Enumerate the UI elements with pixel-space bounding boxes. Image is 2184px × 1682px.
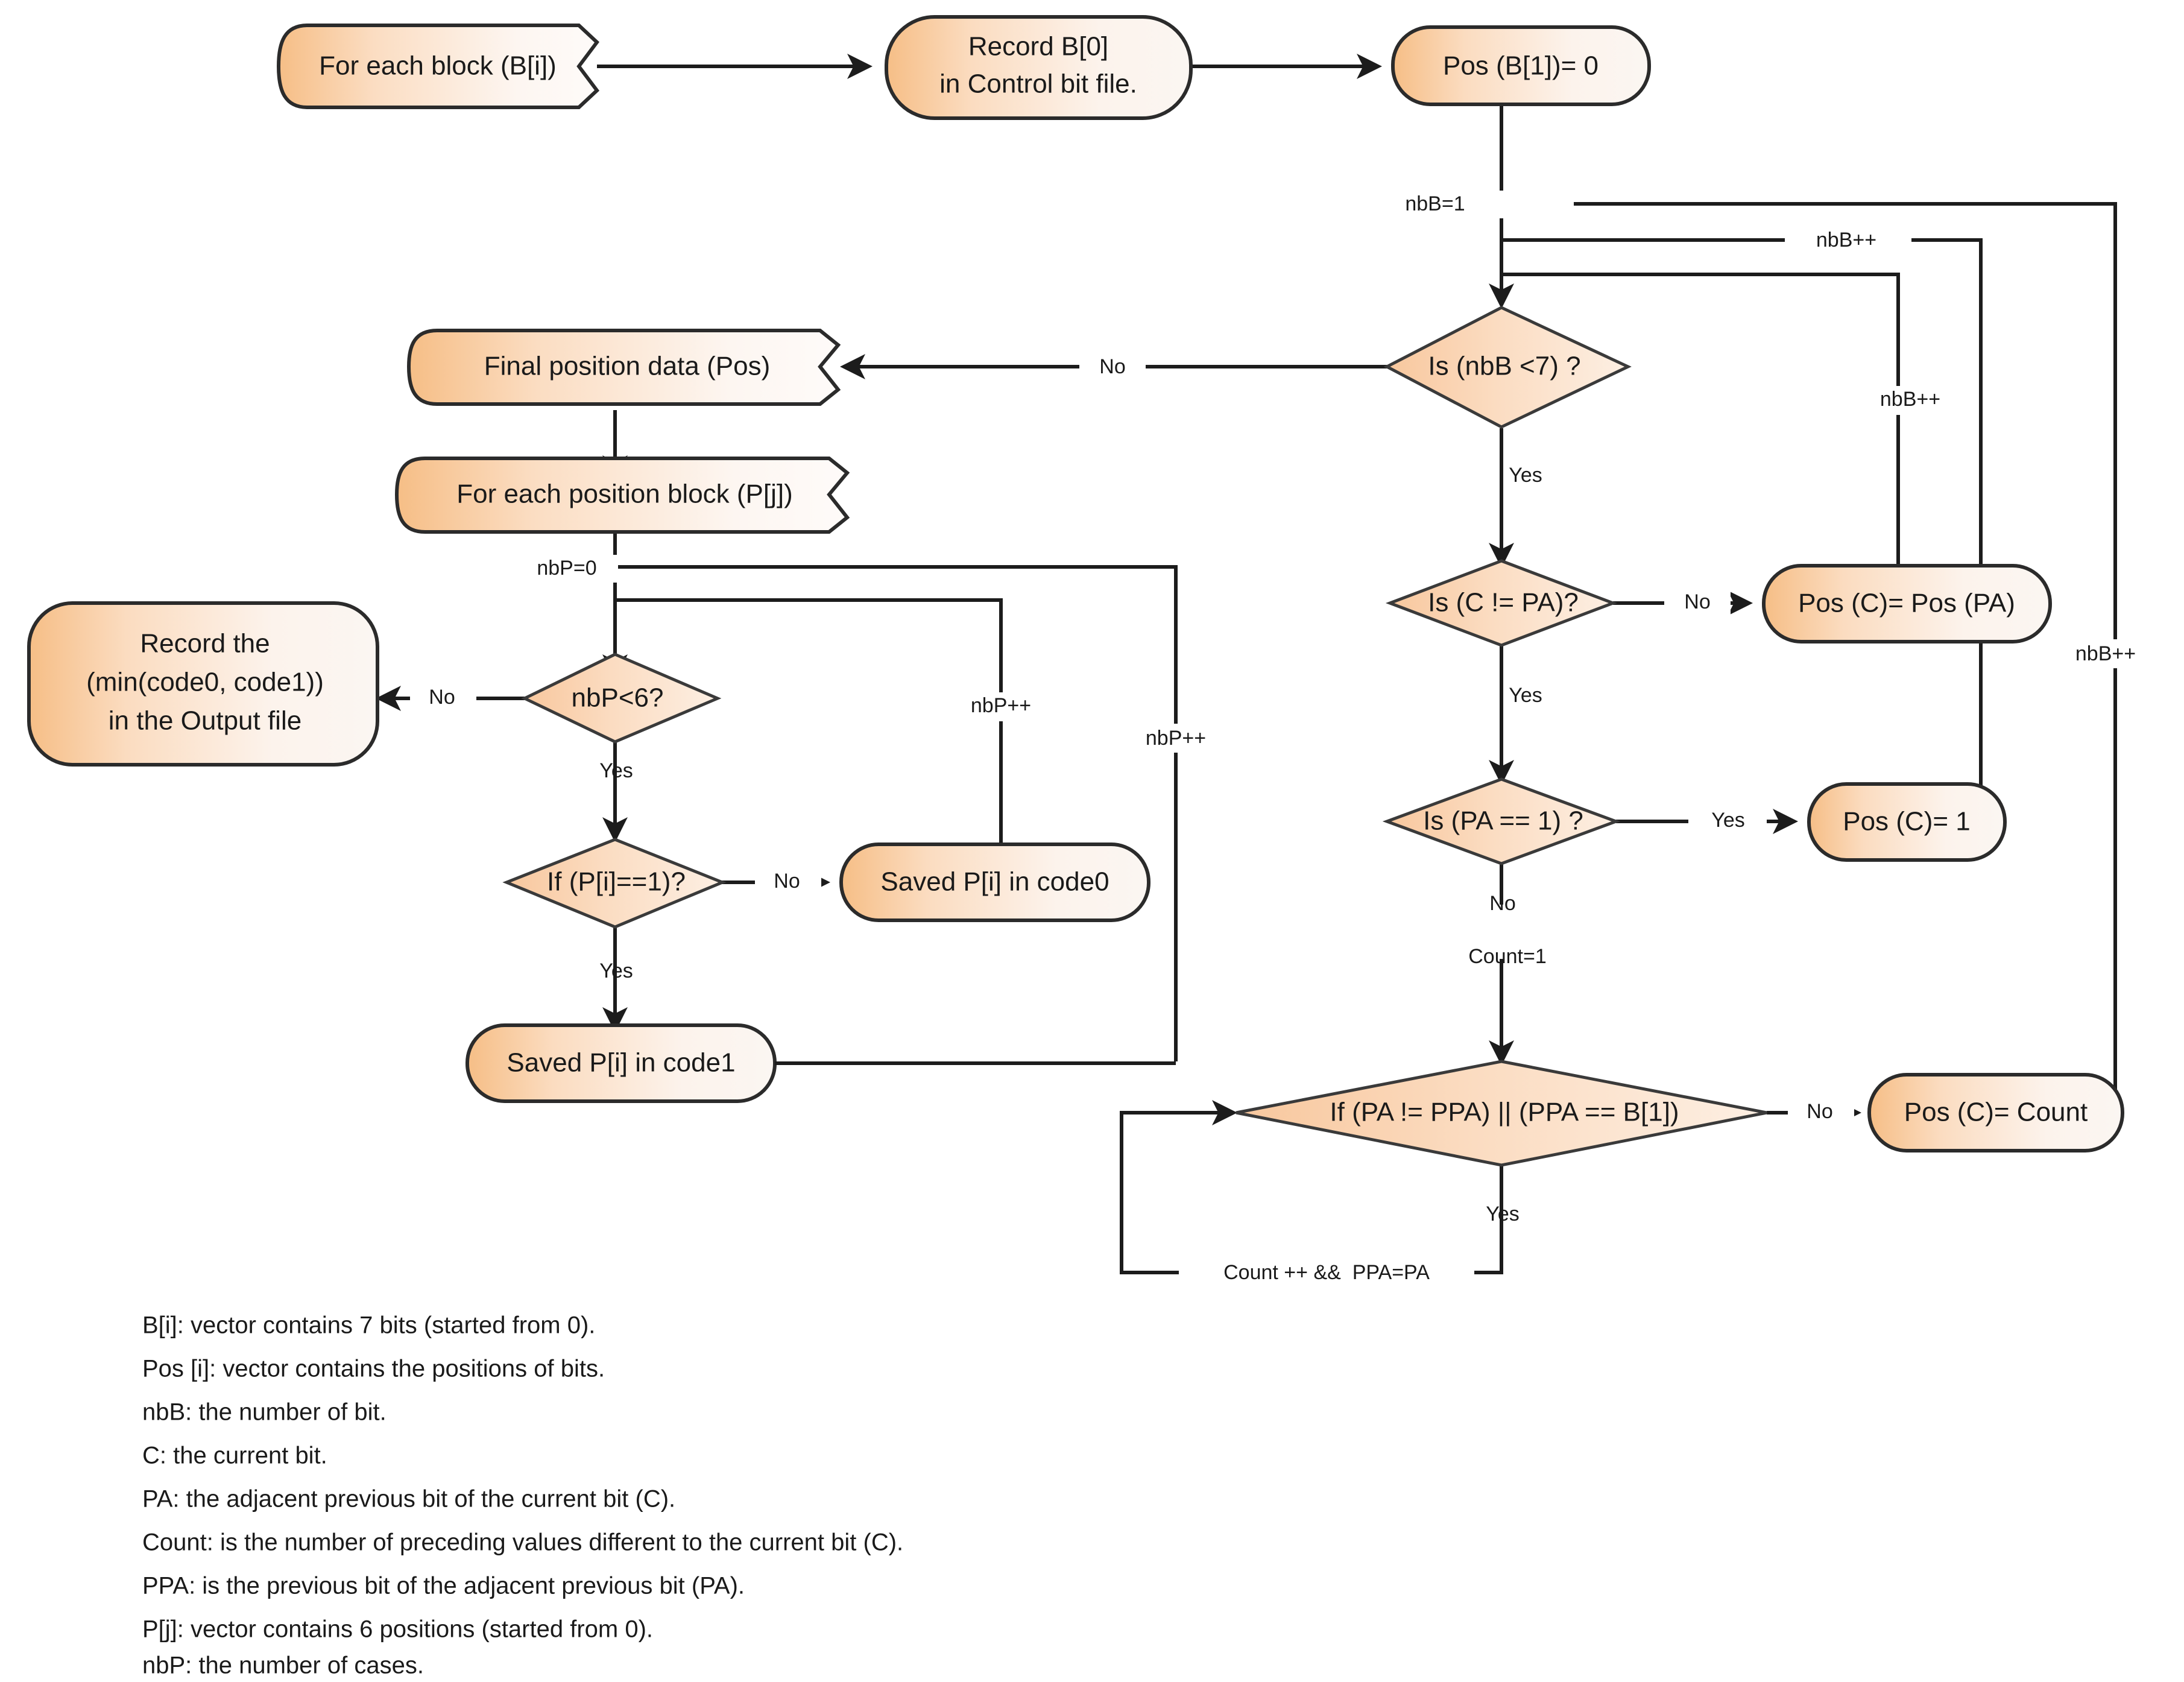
node-decision-nbp-lt6[interactable]: nbP<6? [521,653,722,744]
node-label-line1: Record B[0] [968,32,1108,62]
edge-label-yes-pa-one: Yes [1711,809,1744,832]
legend-line: nbB: the number of bit. [142,1399,387,1426]
edge-return-count-to-trunk [1503,202,2117,1113]
edge-label-yes-pi: Yes [599,960,633,982]
node-posc-equals-count[interactable]: Pos (C)= Count [1867,1073,2124,1152]
edge-labels: nbB=1 nbB++ nbB++ nbB++ No Yes No Yes Ye… [410,191,2166,1288]
node-decision-pa-equals-1[interactable]: Is (PA == 1) ? [1382,777,1621,865]
node-saved-pi-code0[interactable]: Saved P[i] in code0 [839,843,1150,922]
edge-label-no-c-pa: No [1684,590,1710,613]
node-label: Is (PA == 1) ? [1423,806,1583,836]
legend-line: P[j]: vector contains 6 positions (start… [142,1616,653,1643]
edge-label-nbb-init: nbB=1 [1405,192,1465,215]
edge-label-nbp-init: nbP=0 [537,557,596,580]
edge-label-no-final: No [1099,355,1125,378]
node-label: Pos (C)= 1 [1843,807,1971,836]
node-decision-nbb-lt7[interactable]: Is (nbB <7) ? [1383,306,1632,429]
edge-label-yes-nbb: Yes [1509,464,1542,487]
node-for-each-position-block[interactable]: For each position block (P[j]) [394,457,850,534]
edge-return-pospa-to-trunk [1503,273,1900,594]
node-posc-equals-1[interactable]: Pos (C)= 1 [1807,782,2007,862]
legend-line: C: the current bit. [142,1443,327,1469]
node-record-min-output[interactable]: Record the (min(code0, code1)) in the Ou… [27,601,379,767]
legend-line: B[i]: vector contains 7 bits (started fr… [142,1312,595,1339]
node-label: Is (C != PA)? [1428,588,1579,618]
node-label: If (PA != PPA) || (PPA == B[1]) [1330,1098,1679,1127]
edge-return-code0-to-nbp-trunk [616,598,1003,844]
node-label: Final position data (Pos) [484,352,770,381]
node-label: Pos (C)= Pos (PA) [1798,589,2015,618]
edge-return-code1-to-nbp-trunk [616,565,1178,1061]
node-label-line1: Record the [140,629,270,659]
edge-label-count-inc: Count ++ && PPA=PA [1223,1261,1430,1284]
node-decision-c-neq-pa[interactable]: Is (C != PA)? [1385,559,1618,647]
node-for-each-block[interactable]: For each block (B[i]) [276,24,600,109]
edge-label-count-init: Count=1 [1468,945,1547,968]
edge-label-yes-nbp: Yes [599,759,633,782]
node-label-line2: in Control bit file. [939,69,1137,99]
edge-label-yes-c-pa: Yes [1509,684,1542,707]
legend: B[i]: vector contains 7 bits (started fr… [142,1312,903,1679]
node-label: Pos (B[1])= 0 [1443,51,1599,81]
node-label: If (P[i]==1)? [547,867,686,897]
legend-line: Pos [i]: vector contains the positions o… [142,1356,605,1382]
node-saved-pi-code1[interactable]: Saved P[i] in code1 [466,1023,777,1103]
edge-label-nbb-inc-far: nbB++ [2075,642,2136,665]
edge-label-yes-ppa: Yes [1486,1203,1519,1225]
node-label: nbP<6? [572,683,664,713]
edge-label-nbp-inc-a: nbP++ [971,694,1031,717]
node-label: Saved P[i] in code0 [880,867,1109,897]
edge-label-nbp-inc-b: nbP++ [1146,727,1206,750]
edge-label-no-pi: No [774,870,800,893]
edge-return-posc1-to-trunk [1503,238,1983,821]
node-decision-pi-equals-1[interactable]: If (P[i]==1)? [502,838,727,929]
node-record-b0[interactable]: Record B[0] in Control bit file. [885,15,1193,120]
legend-line: PA: the adjacent previous bit of the cur… [142,1486,675,1513]
edge-label-no-nbp: No [429,686,455,709]
edge-label-nbb-inc-mid: nbB++ [1880,388,1940,411]
node-posc-equals-pospa[interactable]: Pos (C)= Pos (PA) [1762,564,2052,643]
node-label: For each block (B[i]) [319,51,557,81]
node-pos-b1-zero[interactable]: Pos (B[1])= 0 [1391,25,1651,106]
node-label: Saved P[i] in code1 [507,1048,735,1078]
edge-label-nbb-inc-top: nbB++ [1816,229,1876,251]
node-decision-pa-ppa[interactable]: If (PA != PPA) || (PPA == B[1]) [1236,1060,1767,1167]
edge-ppa-yes-loopback [1120,1100,1503,1274]
node-label-line3: in the Output file [109,706,301,736]
node-label: For each position block (P[j]) [456,479,793,509]
edge-label-no-pa-one: No [1489,892,1515,915]
legend-line: nbP: the number of cases. [142,1652,424,1679]
node-label: Pos (C)= Count [1904,1098,2088,1127]
legend-line: Count: is the number of preceding values… [142,1529,903,1556]
legend-line: PPA: is the previous bit of the adjacent… [142,1573,745,1599]
node-final-position-data[interactable]: Final position data (Pos) [406,329,841,406]
node-label: Is (nbB <7) ? [1428,352,1580,381]
edge-label-no-ppa: No [1807,1100,1832,1123]
node-label-line2: (min(code0, code1)) [86,668,324,697]
